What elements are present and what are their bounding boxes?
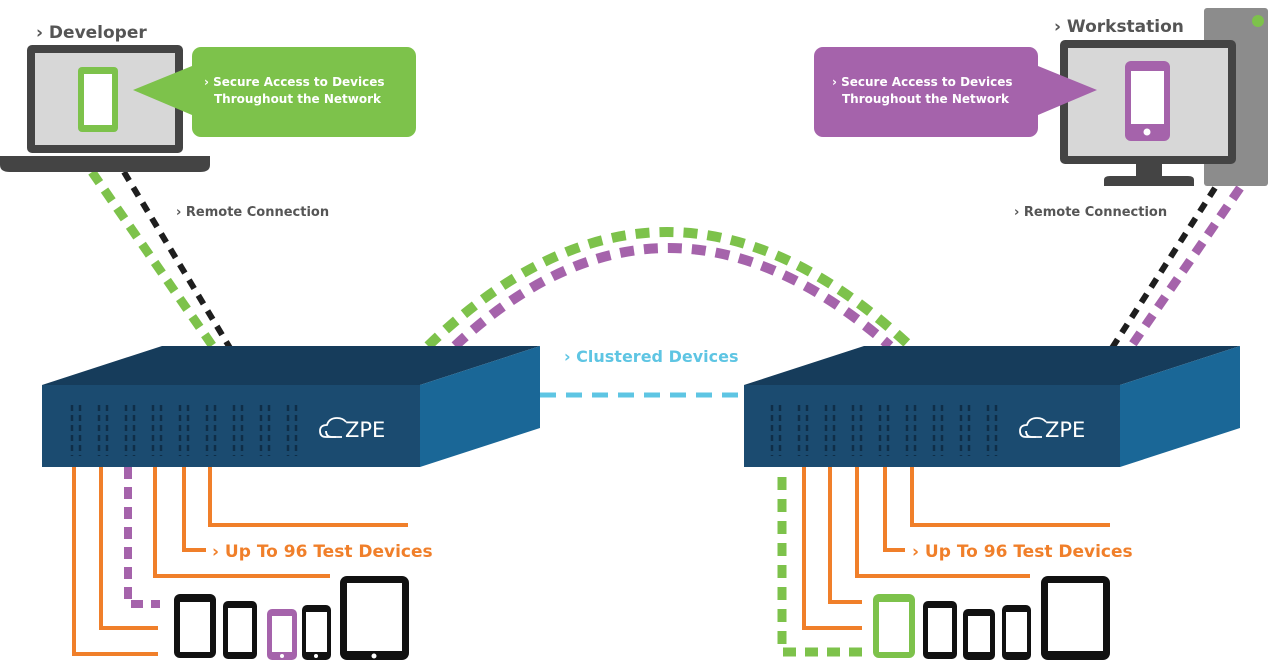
developer-laptop-icon	[0, 45, 210, 172]
phone-icon	[923, 601, 957, 659]
device-link-left-purple	[124, 467, 160, 608]
clustered-devices-label: › Clustered Devices	[564, 347, 738, 366]
tablet-icon	[1041, 576, 1110, 660]
test-devices-left	[174, 576, 409, 660]
tablet-icon	[340, 576, 409, 660]
arc-link-purple	[451, 243, 894, 350]
callout-left-line1: › Secure Access to Devices	[204, 75, 385, 89]
remote-link-right-black	[1109, 186, 1218, 350]
callout-left-line2: Throughout the Network	[214, 92, 382, 106]
remote-connection-label-right: › Remote Connection	[1014, 205, 1167, 220]
arc-link-green	[424, 227, 914, 350]
device-cables-left	[72, 467, 408, 656]
phone-icon	[1002, 605, 1031, 660]
callout-left: › Secure Access to Devices Throughout th…	[133, 47, 416, 137]
device-cables-right	[802, 467, 1110, 630]
device-link-right-green	[777, 477, 866, 657]
test-devices-label-left: › Up To 96 Test Devices	[212, 542, 433, 562]
test-devices-right	[873, 576, 1110, 660]
phone-icon	[223, 601, 257, 659]
tablet-icon	[873, 594, 915, 658]
tablet-icon	[174, 594, 216, 658]
workstation-icon	[1060, 8, 1268, 186]
zpe-logo-text-right: ZPE	[1045, 418, 1085, 442]
zpe-appliance-left: ZPE	[42, 346, 540, 467]
workstation-label: › Workstation	[1054, 17, 1184, 37]
cloud-logo-icon-right	[1019, 417, 1047, 438]
callout-right: › Secure Access to Devices Throughout th…	[814, 47, 1097, 137]
test-devices-label-right: › Up To 96 Test Devices	[912, 542, 1133, 562]
developer-label: › Developer	[36, 23, 147, 43]
remote-connection-label-left: › Remote Connection	[176, 205, 329, 220]
cloud-logo-icon-left	[319, 417, 347, 438]
remote-link-left-green	[88, 169, 218, 351]
vent-grille-left	[70, 405, 298, 456]
phone-icon	[302, 605, 331, 660]
zpe-logo-text-left: ZPE	[345, 418, 385, 442]
zpe-appliance-right: ZPE	[744, 346, 1240, 467]
vent-grille-right	[770, 405, 998, 456]
remote-link-left-black	[121, 170, 233, 350]
phone-icon	[267, 609, 297, 660]
remote-link-right-purple	[1126, 185, 1244, 351]
callout-right-line2: Throughout the Network	[842, 92, 1010, 106]
callout-right-line1: › Secure Access to Devices	[832, 75, 1013, 89]
phone-icon	[963, 609, 995, 660]
